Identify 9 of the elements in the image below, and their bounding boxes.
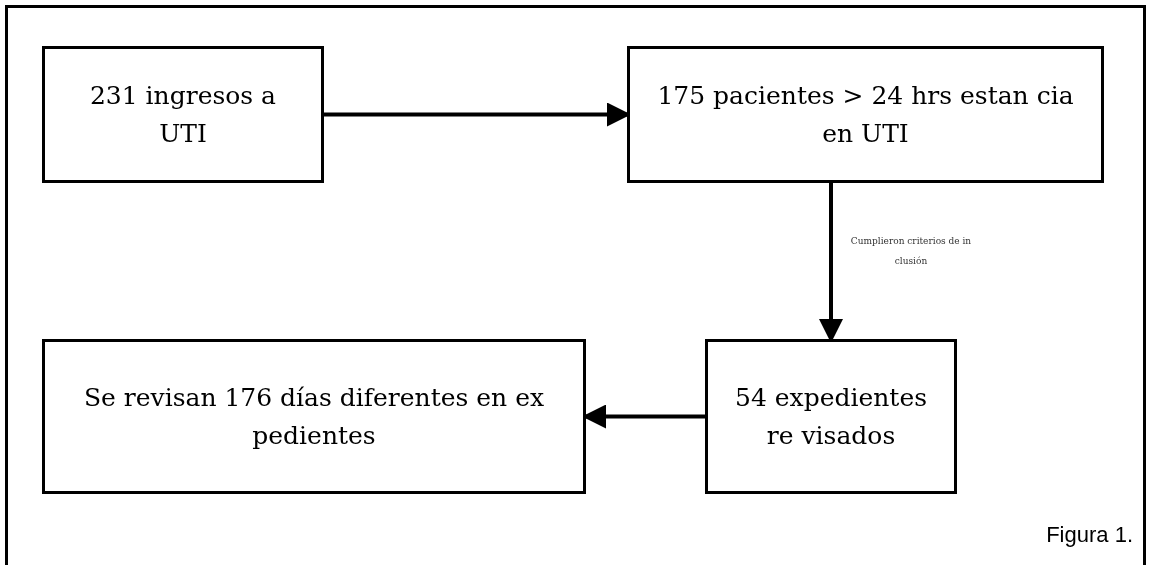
process-box — [42, 46, 324, 183]
box-text: 54 expedientes re visados — [734, 381, 928, 452]
box-text: 231 ingresos a UTI — [88, 79, 278, 150]
process-box — [705, 339, 957, 494]
box-text: Se revisan 176 días diferentes en ex pedientes — [82, 381, 546, 452]
box-text: 175 pacientes > 24 hrs estan cia en UTI — [656, 79, 1075, 150]
caption: Figura 1. — [1046, 521, 1133, 549]
process-box — [42, 339, 586, 494]
process-box — [627, 46, 1104, 183]
